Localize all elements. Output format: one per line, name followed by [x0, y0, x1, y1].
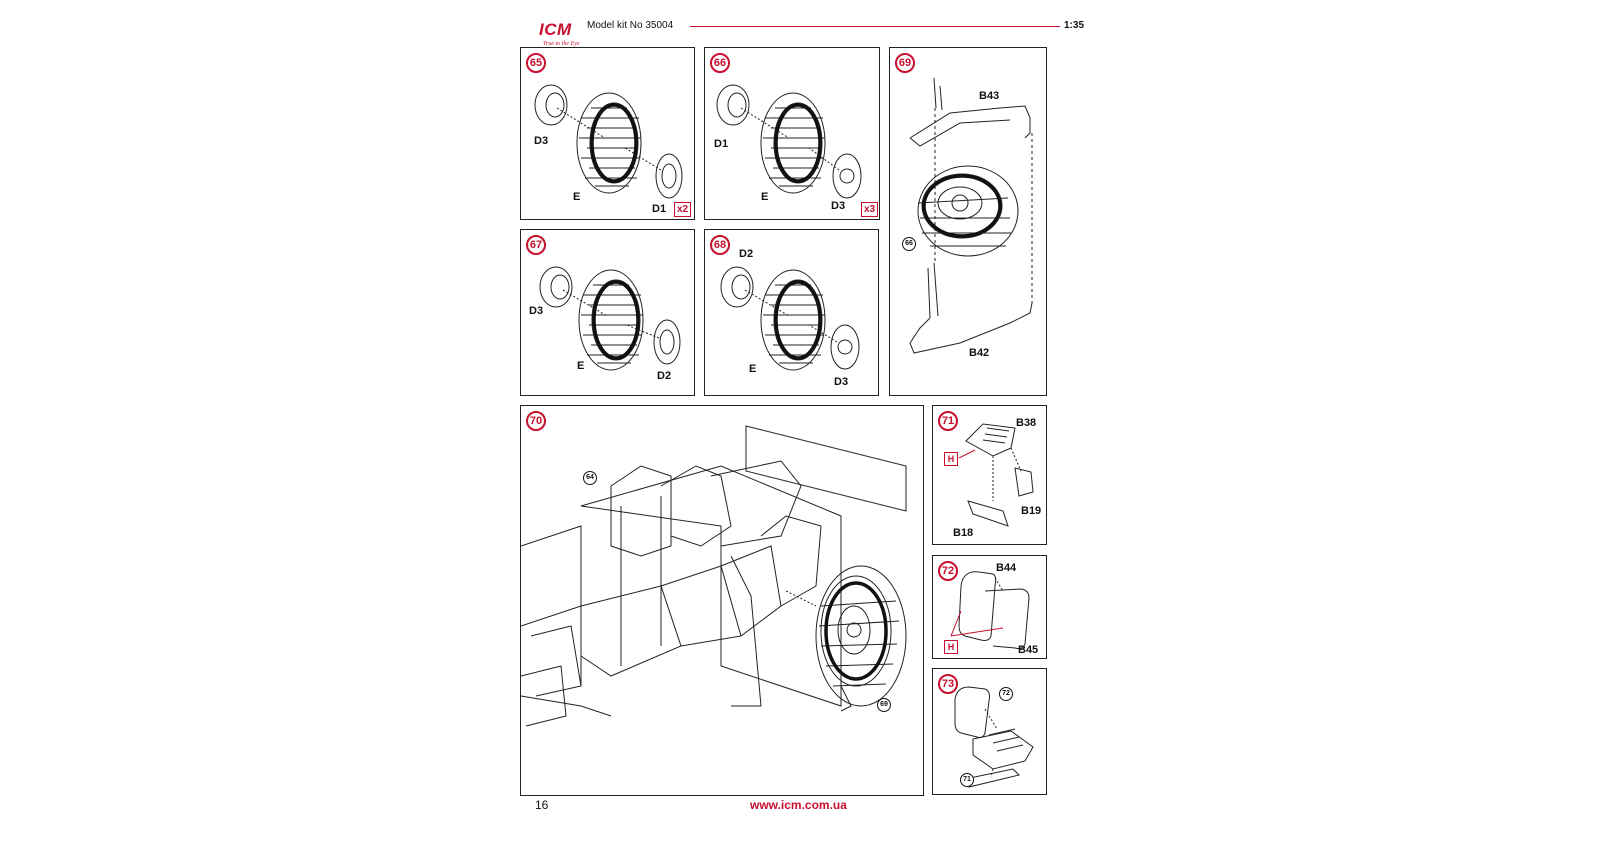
part-label-e: E: [573, 191, 581, 203]
instruction-page: ICM True to the Eye Model kit No 35004 1…: [520, 0, 1090, 850]
part-label-d1: D1: [652, 203, 667, 215]
step-reference-71: 71: [960, 773, 974, 787]
chassis-assembly-drawing: [521, 425, 907, 727]
step-69-panel: 69 B43 66 B42: [889, 47, 1047, 396]
seat-final-drawing: [954, 686, 1034, 788]
quantity-badge: x2: [674, 202, 692, 217]
step-reference-72: 72: [999, 687, 1013, 701]
step-69-number: 69: [895, 53, 915, 73]
step-70-panel: 70 64 69: [520, 405, 924, 796]
brand-tagline: True to the Eye: [543, 41, 580, 47]
part-label-b18: B18: [953, 527, 974, 539]
kit-number: Model kit No 35004: [587, 20, 674, 31]
h-marker: H: [944, 452, 958, 466]
part-label-e: E: [749, 363, 757, 375]
step-66-number: 66: [710, 53, 730, 73]
step-72-panel: 72 B44 H B45: [932, 555, 1047, 659]
part-label-d3: D3: [529, 305, 544, 317]
part-label-e: E: [761, 191, 769, 203]
part-label-b45: B45: [1018, 644, 1039, 656]
part-label-b44: B44: [996, 562, 1017, 574]
part-label-d2: D2: [657, 370, 672, 382]
part-label-d1: D1: [714, 138, 729, 150]
step-68-number: 68: [710, 235, 730, 255]
website-link[interactable]: www.icm.com.ua: [750, 798, 847, 812]
h-marker: H: [944, 640, 958, 654]
icm-logo: ICM True to the Eye: [535, 20, 585, 50]
step-65-panel: 65 D3 E D1 x2: [520, 47, 695, 220]
scale-label: 1:35: [1063, 20, 1084, 31]
step-73-panel: 73 72 71: [932, 668, 1047, 795]
step-72-number: 72: [938, 561, 958, 581]
part-label-b38: B38: [1016, 417, 1037, 429]
page-number: 16: [535, 798, 549, 812]
seat-assembly-drawing: [958, 423, 1034, 527]
part-label-b43: B43: [979, 90, 1000, 102]
wheel-assembly-drawing: [534, 84, 683, 199]
quantity-badge: x3: [861, 202, 879, 217]
part-label-d3: D3: [534, 135, 549, 147]
spare-wheel-mount-drawing: [909, 77, 1033, 354]
header-divider: [690, 26, 1060, 27]
step-67-panel: 67 D3 E D2: [520, 229, 695, 396]
step-73-number: 73: [938, 674, 958, 694]
wheel-assembly-drawing: [539, 266, 681, 371]
wheel-assembly-drawing: [716, 84, 862, 199]
page-header: ICM True to the Eye Model kit No 35004 1…: [535, 14, 1090, 50]
step-66-panel: 66 D1 E D3 x3: [704, 47, 880, 220]
seat-back-drawing: [950, 571, 1030, 649]
step-71-number: 71: [938, 411, 958, 431]
step-reference-64: 64: [583, 471, 597, 485]
step-70-number: 70: [526, 411, 546, 431]
wheel-assembly-drawing: [720, 266, 860, 371]
part-label-e: E: [577, 360, 585, 372]
part-label-b19: B19: [1021, 505, 1042, 517]
part-label-d2: D2: [739, 248, 754, 260]
part-label-b42: B42: [969, 347, 990, 359]
brand-logo-text: ICM: [539, 20, 572, 39]
step-65-number: 65: [526, 53, 546, 73]
step-reference-69: 69: [877, 698, 891, 712]
part-label-d3: D3: [831, 200, 846, 212]
step-reference-66: 66: [902, 237, 916, 251]
step-68-panel: 68 D2 E D3: [704, 229, 879, 396]
step-67-number: 67: [526, 235, 546, 255]
part-label-d3: D3: [834, 376, 849, 388]
step-71-panel: 71 B38 H B19 B18: [932, 405, 1047, 545]
